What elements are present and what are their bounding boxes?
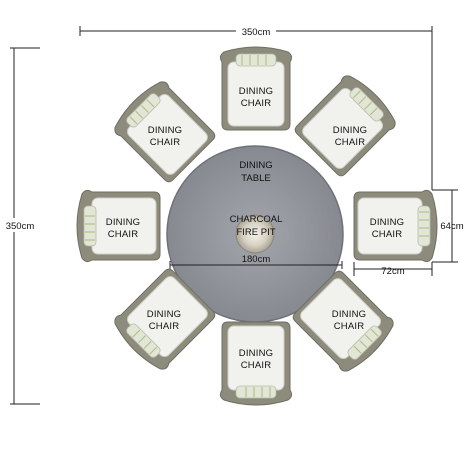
dimension-table-diameter: 180cm (242, 254, 271, 265)
chair-label-top-right-1: DINING (333, 125, 367, 136)
dining-table (166, 145, 344, 323)
chair-label-bottom-right-1: DINING (332, 309, 366, 320)
chair-label-right-2: CHAIR (372, 229, 403, 240)
chair-label-left-1: DINING (106, 217, 140, 228)
dimension-left-height: 350cm (6, 221, 35, 232)
chair-label-right-1: DINING (370, 217, 404, 228)
dimension-chair-width: 72cm (381, 266, 404, 277)
chair-label-bottom-1: DINING (239, 348, 273, 359)
chair-label-top-left-1: DINING (148, 125, 182, 136)
chair-label-bottom-left-1: DINING (147, 309, 181, 320)
table-label-line2: TABLE (241, 173, 270, 184)
chair-label-bottom-2: CHAIR (241, 360, 272, 371)
table-label-line1: DINING (239, 160, 272, 171)
fire-pit-label-line2: FIRE PIT (236, 227, 275, 238)
dimension-top-width: 350cm (242, 27, 271, 38)
chair-label-bottom-right-2: CHAIR (334, 321, 365, 332)
charcoal-fire-pit (235, 214, 275, 254)
chair-label-bottom-left-2: CHAIR (149, 321, 180, 332)
chair-label-left-2: CHAIR (108, 229, 139, 240)
chair-label-top-2: CHAIR (241, 98, 272, 109)
chair-label-top-right-2: CHAIR (335, 137, 366, 148)
chair-label-top-1: DINING (239, 86, 273, 97)
fire-pit-label-line1: CHARCOAL (230, 214, 283, 225)
chair-label-top-left-2: CHAIR (150, 137, 181, 148)
dimension-right-depth: 64cm (440, 221, 463, 232)
